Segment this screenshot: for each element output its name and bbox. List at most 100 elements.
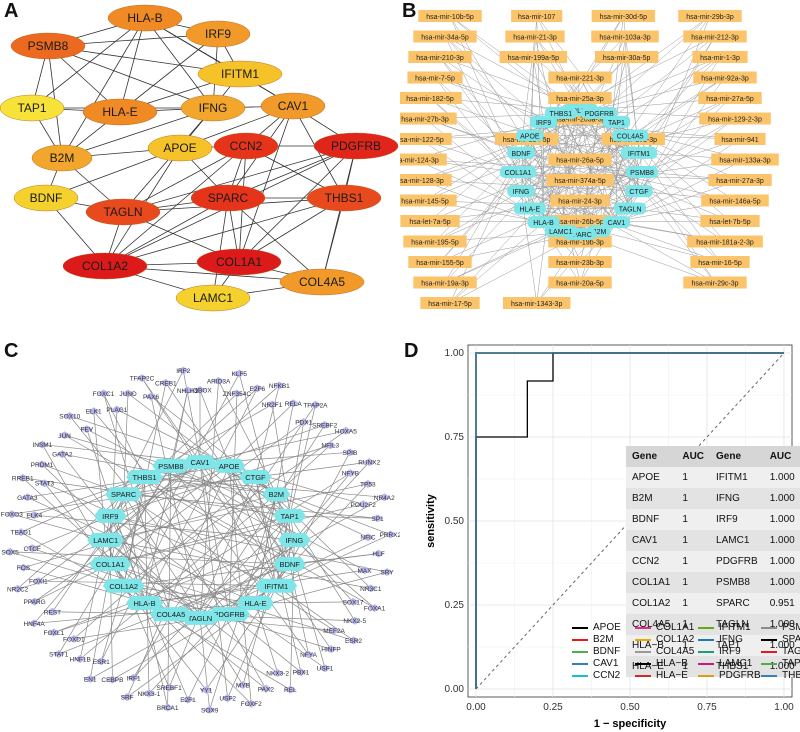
tf-edge	[170, 390, 188, 466]
mirna-node: hsa-mir-7-5p	[407, 71, 463, 84]
gene-node-col1a2: COL1A2	[102, 578, 145, 593]
gene-edge	[560, 109, 581, 232]
gene-label: CTGF	[629, 189, 648, 196]
panel-d-letter: D	[404, 340, 419, 362]
tf-label: NFKB1	[269, 383, 290, 390]
y-tick-label: 1.00	[445, 348, 465, 359]
gene-edge	[110, 563, 230, 615]
mirna-label: hsa-mir-19a-3p	[421, 281, 469, 288]
tf-edge	[276, 534, 391, 587]
tf-node: E2F6	[250, 384, 265, 393]
mirna-node: hsa-mir-20a-5p	[548, 276, 612, 289]
mirna-label: hsa-mir-29c-3p	[691, 281, 738, 288]
mirna-label: hsa-mir-1-3p	[700, 55, 740, 62]
gene-label: B2M	[269, 490, 284, 499]
gene-edge	[529, 112, 562, 209]
tf-edge	[199, 462, 228, 699]
tf-label: MYB	[236, 683, 250, 690]
panel-c-letter: C	[4, 340, 19, 362]
mirna-label: hsa-mir-29b-3p	[686, 14, 734, 21]
legend-item-cav1: CAV1	[572, 658, 635, 669]
gene-edge	[123, 476, 256, 495]
tf-edge	[34, 465, 230, 602]
auc-table-cell: IFNG	[710, 488, 764, 509]
legend-swatch	[635, 674, 651, 677]
tf-label: HNF4A	[23, 621, 45, 628]
mirna-node: hsa-mir-374a-5p	[546, 174, 614, 186]
tf-node: ELK4	[26, 511, 43, 520]
tf-edge	[170, 465, 309, 655]
tf-label: YY1	[200, 687, 213, 694]
mirna-label: hsa-mir-128-3p	[400, 178, 444, 185]
mirna-edge	[444, 36, 544, 123]
tf-label: SRF	[121, 695, 134, 702]
mirna-node: hsa-mir-21-3p	[505, 30, 565, 43]
ppi-node-label: COL4A5	[299, 275, 345, 289]
tf-node: SOX10	[59, 411, 81, 420]
tf-label: MEF2A	[323, 628, 345, 635]
tf-label: INSM1	[32, 442, 52, 449]
auc-table-cell: PDGFRB	[710, 551, 764, 572]
mirna-label: hsa-mir-24-3p	[558, 199, 602, 206]
tf-node: STAT3	[35, 479, 55, 488]
legend-label: PDGFRB	[719, 670, 761, 681]
gene-node-ifitm1: IFITM1	[255, 578, 298, 593]
tf-node: FOXD1	[63, 634, 85, 643]
mirna-node: hsa-mir-10b-5p	[418, 10, 482, 22]
gene-edge	[255, 476, 277, 586]
tf-label: BRCA1	[157, 705, 179, 712]
tf-edge	[44, 483, 111, 565]
gene-label: IFNG	[285, 536, 303, 545]
gene-label: COL1A1	[505, 170, 532, 177]
tf-label: GATA2	[52, 452, 73, 459]
tf-label: MAX	[357, 568, 372, 575]
tf-edge	[17, 515, 290, 590]
tf-node: TP53	[360, 479, 376, 488]
gene-label: SPARC	[568, 232, 592, 239]
tf-node: JUND	[119, 389, 137, 398]
tf-label: REL	[284, 687, 297, 694]
tf-label: PDX1	[295, 419, 312, 426]
diagonal-reference	[475, 352, 785, 690]
legend-label: IRF9	[719, 646, 741, 657]
tf-node: MYB	[236, 681, 250, 690]
mirna-node: hsa-mir-212-3p	[683, 30, 747, 43]
ppi-node-hla-e: HLA-E	[82, 98, 158, 126]
legend-item-lamc1: LAMC1	[698, 658, 761, 669]
gene-node-cav1: CAV1	[183, 455, 217, 470]
mirna-label: hsa-mir-19b-3p	[556, 240, 604, 247]
tf-edge	[23, 493, 277, 568]
ppi-node-label: IFNG	[199, 101, 228, 115]
mirna-node: hsa-mir-1343-3p	[502, 297, 571, 309]
ppi-node-ifng: IFNG	[180, 94, 246, 122]
gene-node-psmb8: PSMB8	[152, 458, 190, 473]
mirna-node: hsa-mir-181a-2-3p	[687, 235, 763, 248]
auc-table-cell: LAMC1	[710, 530, 764, 551]
ppi-edge	[119, 17, 146, 113]
tf-label: IRF1	[127, 675, 141, 682]
mirna-edge	[533, 56, 544, 122]
gene-node-b2m: B2M	[262, 487, 291, 502]
gene-label: TAGLN	[188, 614, 212, 623]
tf-label: NKX2-5	[343, 618, 366, 625]
x-tick-label: 0.00	[466, 702, 486, 713]
tf-node: TFAP2A	[303, 400, 328, 409]
ppi-node-label: PSMB8	[28, 39, 69, 53]
mirna-node: hsa-mir-146a-5p	[701, 194, 769, 207]
legend-item-pdgfrb: PDGFRB	[698, 670, 761, 681]
gene-edge	[199, 539, 295, 619]
mirna-node: hsa-mir-30d-5p	[591, 10, 656, 22]
tf-node: ARID3A	[207, 376, 231, 385]
tf-node: PPARG	[23, 597, 46, 606]
tf-edge	[199, 430, 346, 463]
gene-edge	[170, 563, 290, 615]
ppi-node-label: TAGLN	[103, 205, 142, 219]
legend-label: THBS1	[782, 670, 800, 681]
ppi-node-label: HLA-B	[127, 11, 162, 25]
legend-item-col1a1: COL1A1	[635, 622, 698, 633]
tf-label: SREBF2	[312, 423, 338, 430]
mirna-label: hsa-mir-107	[518, 14, 555, 21]
tf-node: ESR2	[345, 636, 362, 645]
